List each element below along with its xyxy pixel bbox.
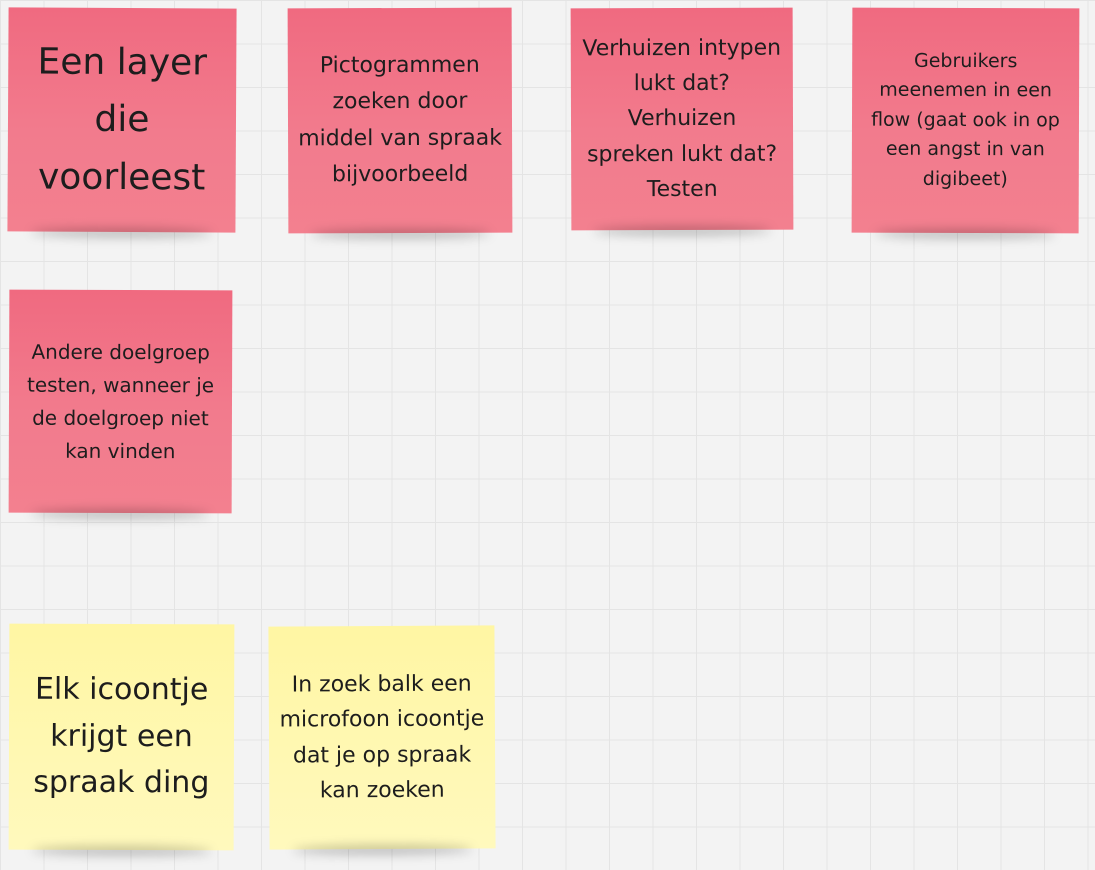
- sticky-note[interactable]: Verhuizen intypen lukt dat? Verhuizen sp…: [570, 7, 794, 231]
- sticky-note[interactable]: Andere doelgroep testen, wanneer je de d…: [8, 289, 233, 514]
- sticky-note-text: Elk icoontje krijgt een spraak ding: [33, 671, 210, 801]
- sticky-note[interactable]: In zoek balk een microfoon icoontje dat …: [268, 625, 496, 850]
- sticky-note-text: Pictogrammen zoeken door middel van spra…: [298, 52, 502, 188]
- sticky-note-text: Andere doelgroep testen, wanneer je de d…: [26, 339, 215, 463]
- sticky-note-text: Gebruikers meenemen in een flow (gaat oo…: [871, 49, 1060, 190]
- sticky-note-text: In zoek balk een microfoon icoontje dat …: [279, 671, 485, 804]
- sticky-note[interactable]: Een layer die voorleest: [7, 7, 237, 233]
- sticky-note[interactable]: Gebruikers meenemen in een flow (gaat oo…: [851, 7, 1080, 234]
- sticky-note-text: Een layer die voorleest: [37, 41, 208, 199]
- sticky-note[interactable]: Elk icoontje krijgt een spraak ding: [8, 623, 235, 851]
- sticky-note[interactable]: Pictogrammen zoeken door middel van spra…: [287, 7, 513, 234]
- sticky-note-text: Verhuizen intypen lukt dat? Verhuizen sp…: [582, 35, 782, 202]
